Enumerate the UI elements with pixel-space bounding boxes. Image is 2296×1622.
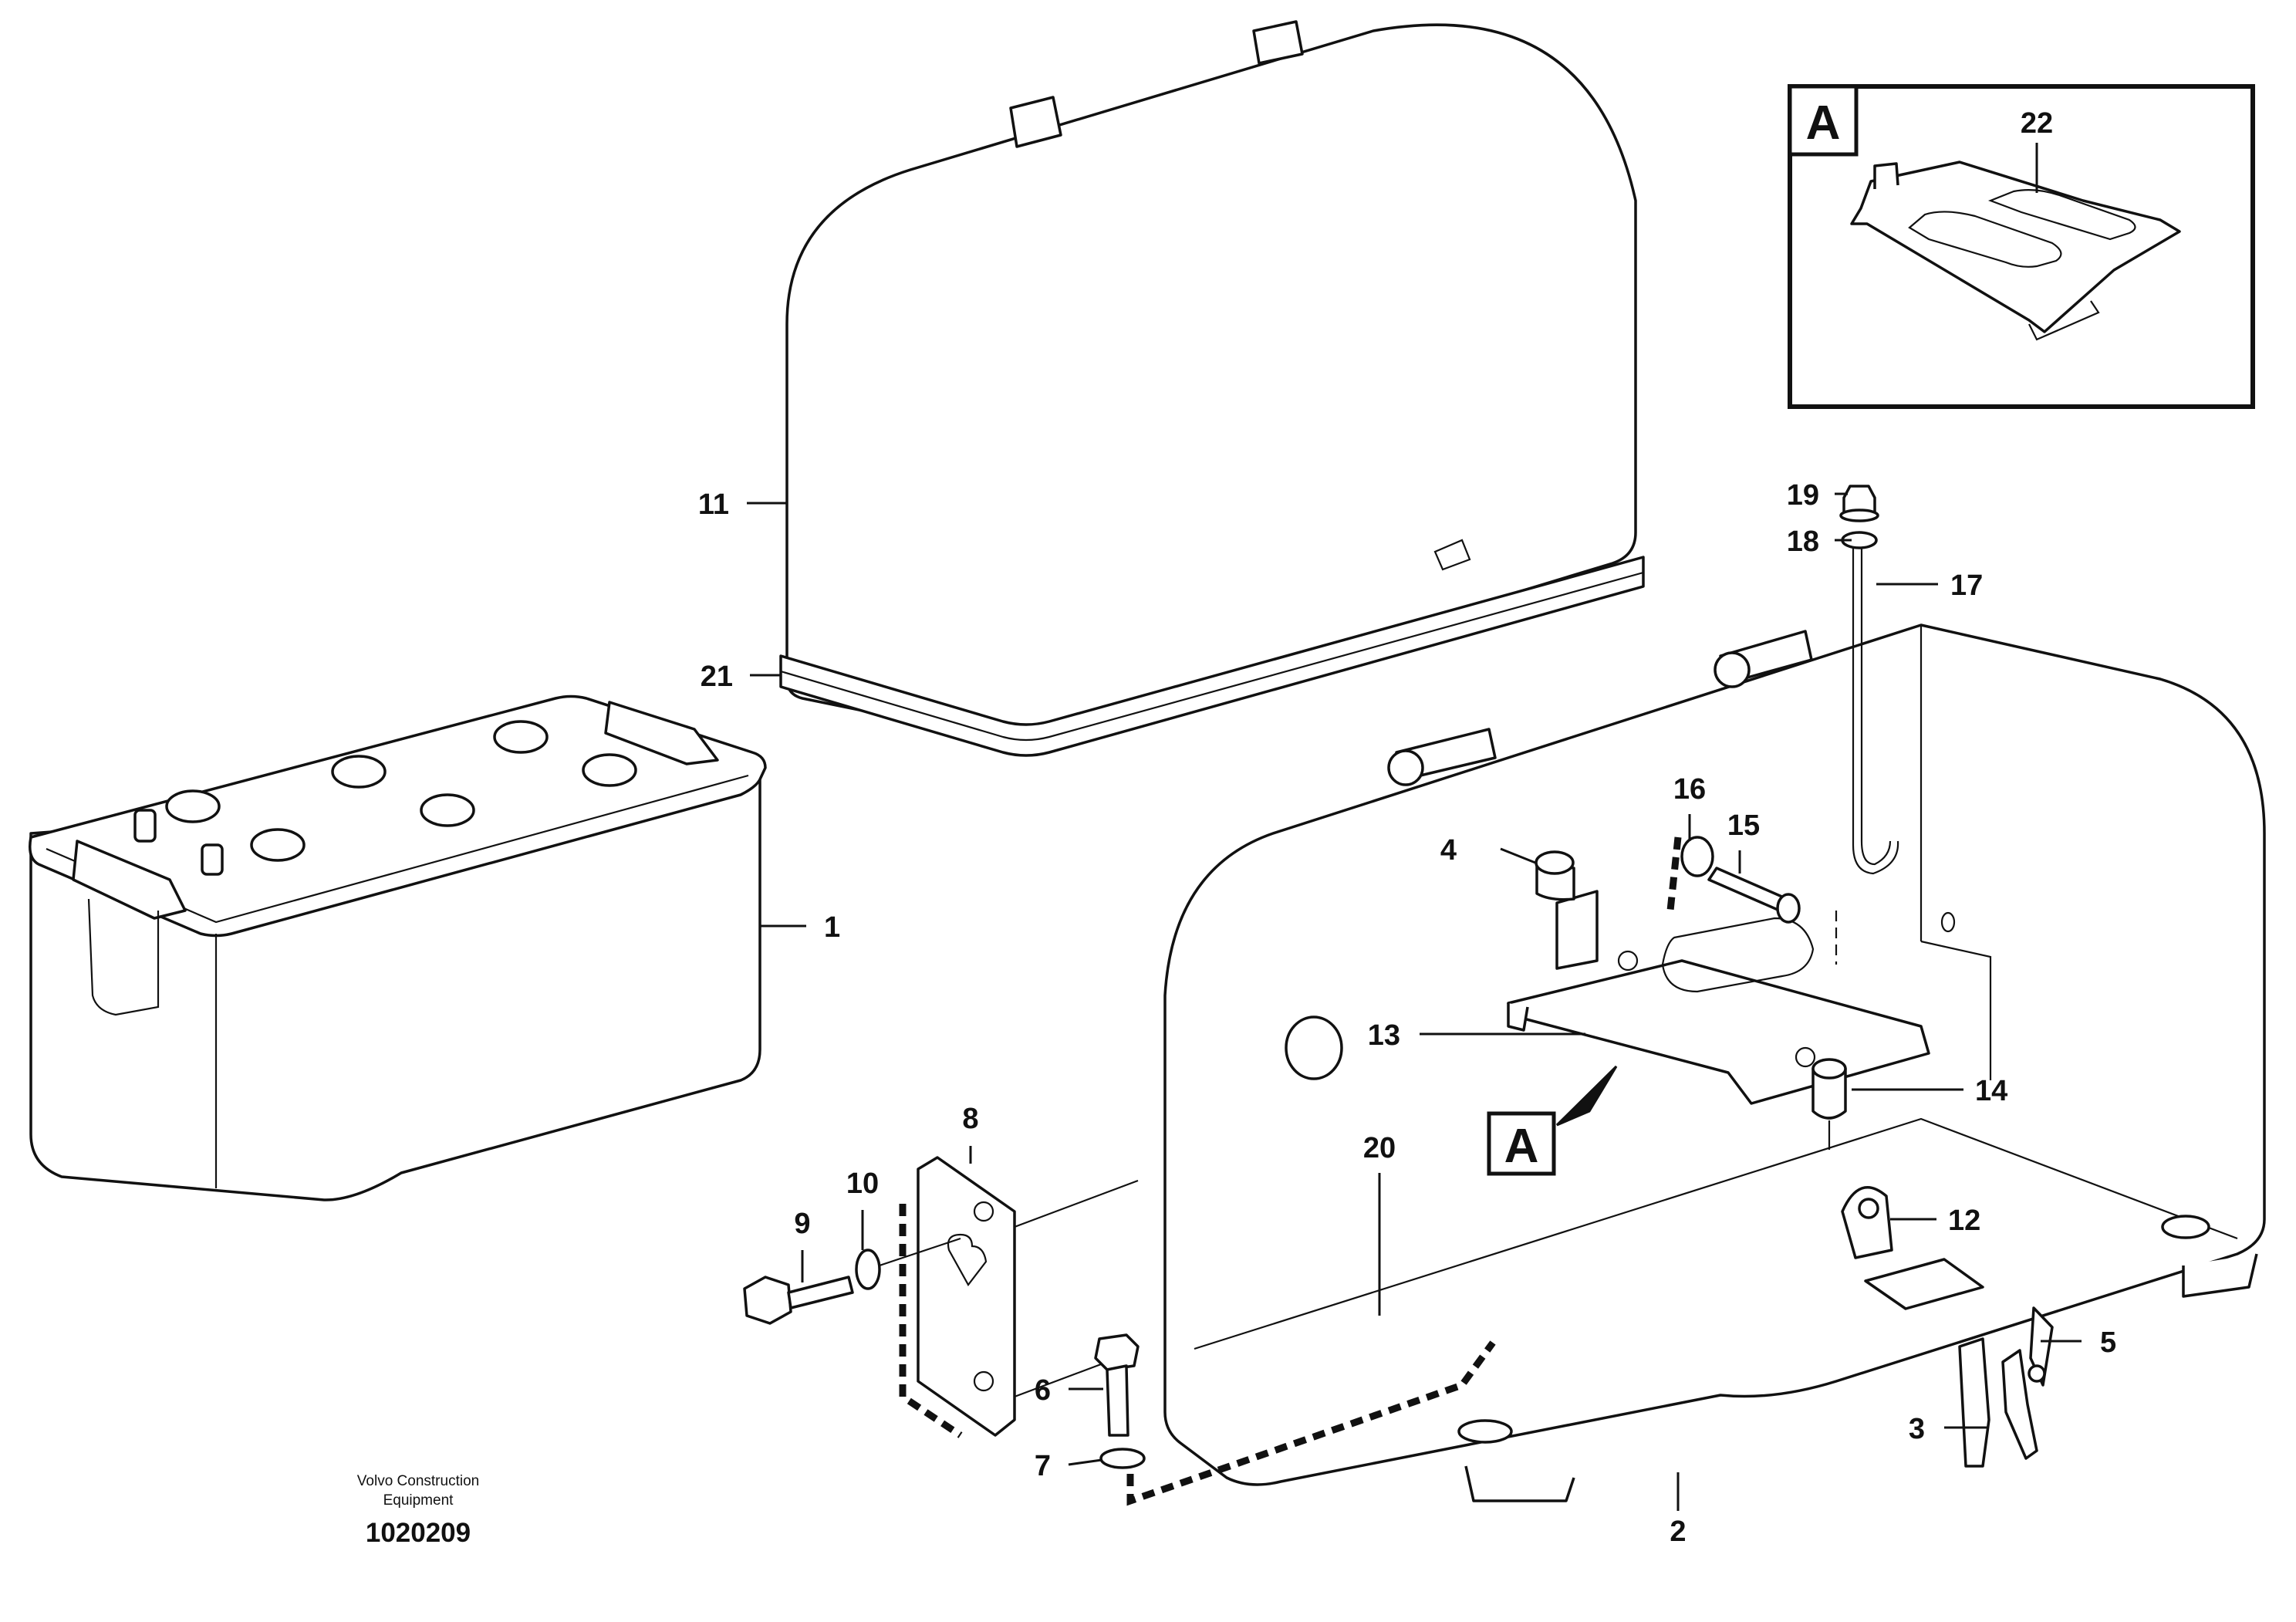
latch: [1958, 1337, 2038, 1468]
spacer-sleeve: [1811, 1058, 1847, 1150]
hex-bolt: [743, 1276, 854, 1325]
callout-12: 12: [1948, 1205, 1980, 1237]
drawing-number: 1020209: [366, 1518, 471, 1548]
hex-bolt-vertical: [1094, 1333, 1140, 1437]
leader-lines: [747, 143, 2082, 1511]
j-bolt-rod: [1835, 546, 1899, 965]
callout-14: 14: [1975, 1075, 2007, 1107]
callout-2: 2: [1670, 1516, 1686, 1548]
rubber-spacer: [1535, 850, 1575, 901]
washer-7: [1099, 1340, 1496, 1506]
callout-16: 16: [1673, 773, 1706, 806]
detail-a-arrow: [1555, 1065, 1618, 1127]
detail-a-inset: [1788, 84, 2255, 409]
company-name-line2: Equipment: [383, 1492, 454, 1509]
callout-13: 13: [1368, 1019, 1400, 1052]
callout-15: 15: [1727, 809, 1760, 842]
flange-nut: [1839, 485, 1879, 522]
callout-20: 20: [1363, 1132, 1396, 1164]
callout-19: 19: [1787, 479, 1819, 512]
washer-small: [1666, 836, 1714, 911]
washer-9: [855, 1237, 961, 1290]
lifting-lug: [1841, 1186, 1893, 1259]
callout-8: 8: [962, 1103, 978, 1135]
callout-10: 10: [846, 1168, 879, 1200]
callout-6: 6: [1035, 1374, 1051, 1407]
lock-pin: [2028, 1306, 2054, 1387]
callout-17: 17: [1950, 569, 1983, 602]
callout-18: 18: [1787, 525, 1819, 558]
callout-21: 21: [701, 661, 733, 693]
callout-5: 5: [2100, 1326, 2116, 1359]
lid-seal: [779, 556, 1645, 757]
battery: [29, 694, 767, 1201]
callout-22: 22: [2021, 107, 2053, 140]
battery-box-lid: [785, 20, 1637, 742]
screw: [1707, 867, 1801, 924]
detail-a-pointer-box: [1487, 1111, 1556, 1176]
callout-11: 11: [698, 488, 729, 521]
detail-a-pointer-label: A: [1504, 1120, 1539, 1173]
mounting-plate: [899, 1156, 1139, 1438]
callout-9: 9: [794, 1208, 810, 1240]
callout-7: 7: [1035, 1450, 1051, 1482]
callout-4: 4: [1440, 834, 1457, 867]
company-name-line1: Volvo Construction: [357, 1473, 479, 1489]
callout-1: 1: [824, 911, 840, 944]
detail-a-marker: A: [1806, 96, 1841, 150]
callout-3: 3: [1909, 1413, 1925, 1445]
